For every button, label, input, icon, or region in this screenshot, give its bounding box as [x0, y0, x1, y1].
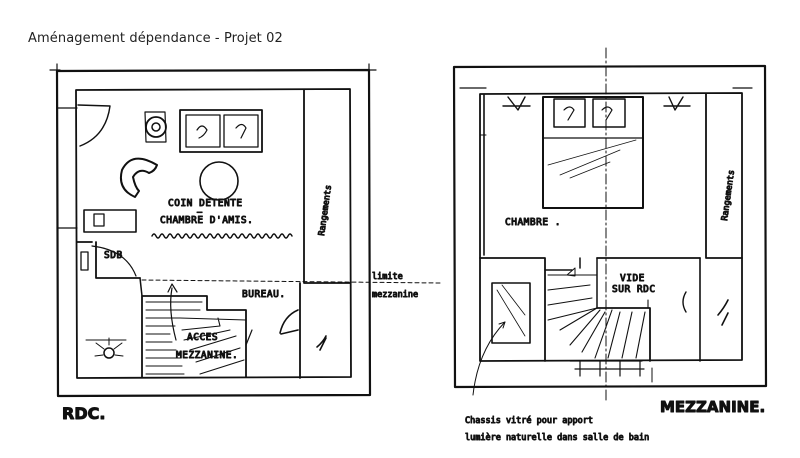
note-mezzanine: mezzanine [372, 290, 418, 300]
separator-mark: – [197, 208, 203, 218]
room-label-sdb: SDB [104, 250, 123, 261]
room-label-coin-detente: COIN DETENTE [168, 198, 243, 209]
note-limite: limite [372, 272, 403, 282]
room-label-rangements-mezzanine: Rangements [720, 169, 737, 221]
room-label-sur-rdc: SUR RDC [612, 284, 656, 295]
room-label-mezzanine-access: MEZZANINE. [176, 350, 238, 361]
room-label-chambre-amis: CHAMBRE D'AMIS. [160, 215, 253, 226]
room-label-acces: ACCES [187, 332, 218, 343]
note-chassis-line2: lumière naturelle dans salle de bain [465, 432, 649, 443]
room-label-rangements-rdc: Rangements [317, 184, 334, 236]
ground-floor-plan [49, 63, 441, 398]
room-label-chambre: CHAMBRE . [505, 217, 561, 228]
caption-mezzanine: MEZZANINE. [660, 398, 765, 416]
mezzanine-floor-plan [452, 47, 768, 401]
room-label-bureau: BUREAU. [242, 289, 286, 300]
room-label-vide: VIDE [620, 273, 645, 284]
page-title: Aménagement dépendance - Projet 02 [28, 31, 283, 46]
caption-rdc: RDC. [62, 404, 105, 423]
note-chassis-line1: Chassis vitré pour apport [465, 415, 593, 426]
